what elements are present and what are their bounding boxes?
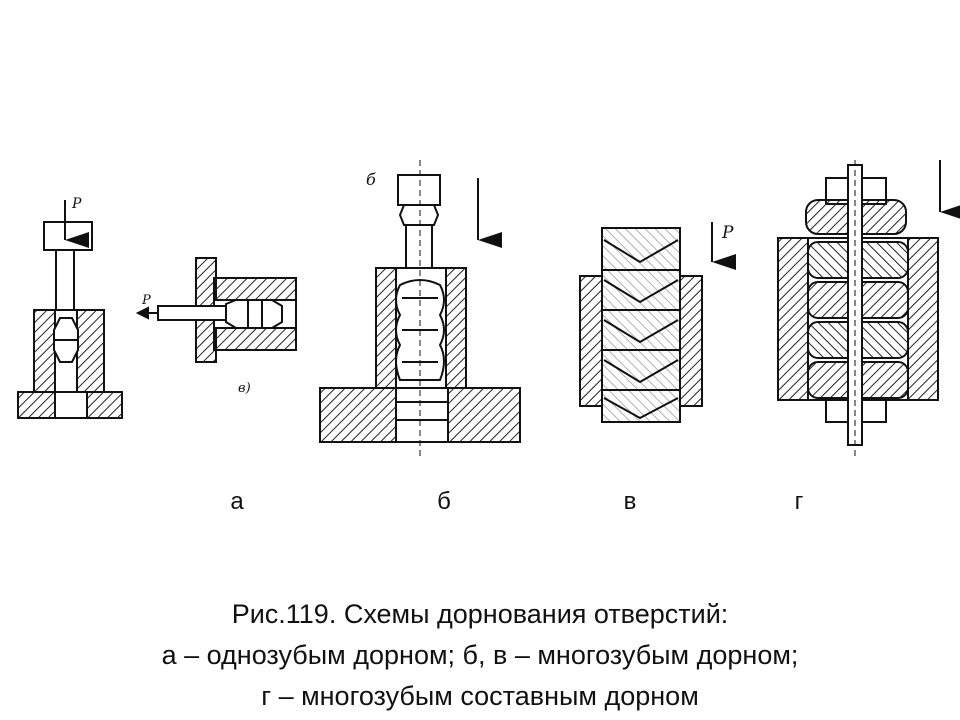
caption-line-2: а – однозубым дорном; б, в – многозубым … [161, 640, 799, 670]
label-b: б [437, 488, 451, 515]
sketch-letter-v: в) [238, 381, 251, 396]
scheme-a [17, 200, 123, 419]
scheme-v [579, 222, 736, 423]
label-a: а [230, 488, 244, 515]
figure-caption: Рис.119. Схемы дорнования отверстий: а –… [0, 594, 960, 717]
label-v: в [623, 488, 637, 515]
caption-line-1: Рис.119. Схемы дорнования отверстий: [231, 599, 729, 629]
scheme-a-horizontal [135, 257, 297, 363]
force-mark-v: P [721, 223, 734, 243]
scheme-b [319, 160, 521, 460]
force-mark-a: P [71, 196, 82, 212]
force-mark-a2: P [141, 293, 151, 308]
scheme-g [777, 160, 960, 460]
sketch-letter-b: б [366, 170, 376, 189]
caption-line-3: г – многозубым составным дорном [261, 681, 699, 711]
label-g: г [794, 488, 804, 515]
